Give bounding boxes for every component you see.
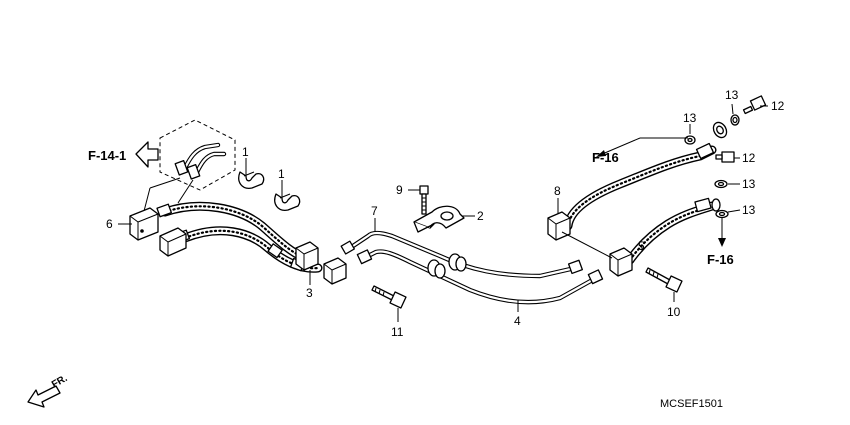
front-direction-arrow bbox=[27, 385, 61, 408]
callout-8: 8 bbox=[554, 184, 561, 198]
callout-12-upper: 12 bbox=[771, 99, 785, 113]
leader-line bbox=[561, 231, 613, 259]
clamp-5 bbox=[609, 247, 633, 277]
grommet-4 bbox=[427, 259, 446, 279]
pipe-fitting bbox=[567, 259, 583, 275]
pipe-fitting bbox=[356, 249, 373, 265]
clip-1b bbox=[274, 193, 301, 211]
callout-13a: 13 bbox=[683, 111, 697, 125]
clamp-3 bbox=[295, 241, 347, 285]
banjo-5 bbox=[711, 198, 721, 212]
inset-box bbox=[142, 119, 236, 216]
callout-13b: 13 bbox=[725, 88, 739, 102]
bolt-12-lower bbox=[715, 151, 735, 163]
bolt-11 bbox=[371, 285, 407, 309]
callout-3: 3 bbox=[306, 286, 313, 300]
callout-7: 7 bbox=[371, 204, 378, 218]
callout-13d: 13 bbox=[742, 203, 756, 217]
ref-f16-lower: F-16 bbox=[707, 252, 734, 267]
bracket-6 bbox=[129, 207, 187, 257]
callout-1b: 1 bbox=[278, 167, 285, 181]
pipe-4 bbox=[361, 249, 599, 305]
clamp-2 bbox=[413, 205, 465, 233]
ref-f14-1: F-14-1 bbox=[88, 148, 126, 163]
bolt-10 bbox=[645, 267, 683, 293]
hose-fitting bbox=[267, 243, 283, 259]
callout-9: 9 bbox=[396, 183, 403, 197]
callout-2: 2 bbox=[477, 209, 484, 223]
ref-arrow-f16-upper bbox=[596, 137, 688, 157]
callout-12-lower: 12 bbox=[742, 151, 756, 165]
clip-1a bbox=[238, 171, 265, 189]
grommet-7 bbox=[448, 253, 467, 272]
callout-1a: 1 bbox=[242, 145, 249, 159]
callout-5: 5 bbox=[638, 239, 645, 253]
callout-11: 11 bbox=[391, 325, 404, 339]
bolt-9 bbox=[419, 185, 429, 215]
callout-6: 6 bbox=[106, 217, 113, 231]
callout-10: 10 bbox=[667, 305, 681, 319]
drawing-code: MCSEF1501 bbox=[660, 398, 723, 410]
callout-13c: 13 bbox=[742, 177, 756, 191]
clamp-8 bbox=[547, 211, 571, 241]
washers-13 bbox=[714, 179, 729, 219]
hose-fitting bbox=[695, 142, 715, 160]
pipe-7 bbox=[347, 230, 578, 279]
ref-arrow-f16-lower bbox=[718, 218, 726, 247]
hose-fitting bbox=[694, 197, 712, 213]
pipe-fitting bbox=[340, 240, 355, 255]
banjo-12-upper bbox=[684, 114, 740, 145]
ref-arrow-f14 bbox=[135, 141, 159, 168]
hose-8 bbox=[563, 145, 717, 231]
ref-f16-upper: F-16 bbox=[592, 150, 619, 165]
callout-leaders bbox=[118, 103, 768, 322]
hose-fitting bbox=[156, 203, 172, 218]
callout-4: 4 bbox=[514, 314, 521, 328]
pipe-fitting bbox=[587, 269, 604, 285]
front-direction-label: FR. bbox=[50, 373, 70, 391]
hose-left-upper bbox=[160, 201, 310, 263]
bolt-12-upper bbox=[742, 95, 767, 115]
